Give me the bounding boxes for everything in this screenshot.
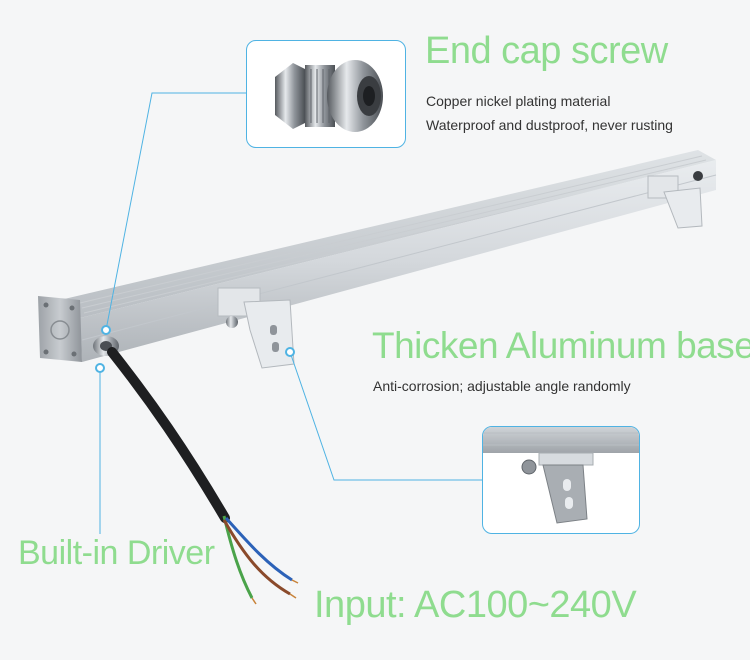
end-cap-screw-title: End cap screw: [425, 30, 668, 72]
mounting-bracket-left: [217, 287, 295, 369]
bar-top: [60, 150, 716, 318]
input-voltage-title: Input: AC100~240V: [314, 584, 637, 626]
end-cap-line-1: Copper nickel plating material: [426, 93, 611, 109]
end-cap-line-2: Waterproof and dustproof, never rusting: [426, 117, 673, 133]
leader-dots: [95, 325, 295, 373]
power-cable: [107, 347, 230, 523]
leader-lines: [99, 92, 482, 534]
aluminum-base-description: Anti-corrosion; adjustable angle randoml…: [373, 374, 631, 398]
cable-gland-closeup: [275, 60, 383, 132]
end-cap-screw-callout: [246, 40, 406, 148]
built-in-driver-title: Built-in Driver: [18, 534, 215, 572]
aluminum-base-title: Thicken Aluminum base: [372, 325, 750, 366]
end-cap: [38, 296, 82, 362]
aluminum-bracket-callout: [482, 426, 640, 534]
bracket-closeup: [483, 427, 639, 524]
mounting-bracket-right: [647, 171, 703, 229]
end-cap-screw-description: Copper nickel plating material Waterproo…: [426, 89, 673, 137]
aluminum-line-1: Anti-corrosion; adjustable angle randoml…: [373, 378, 631, 394]
